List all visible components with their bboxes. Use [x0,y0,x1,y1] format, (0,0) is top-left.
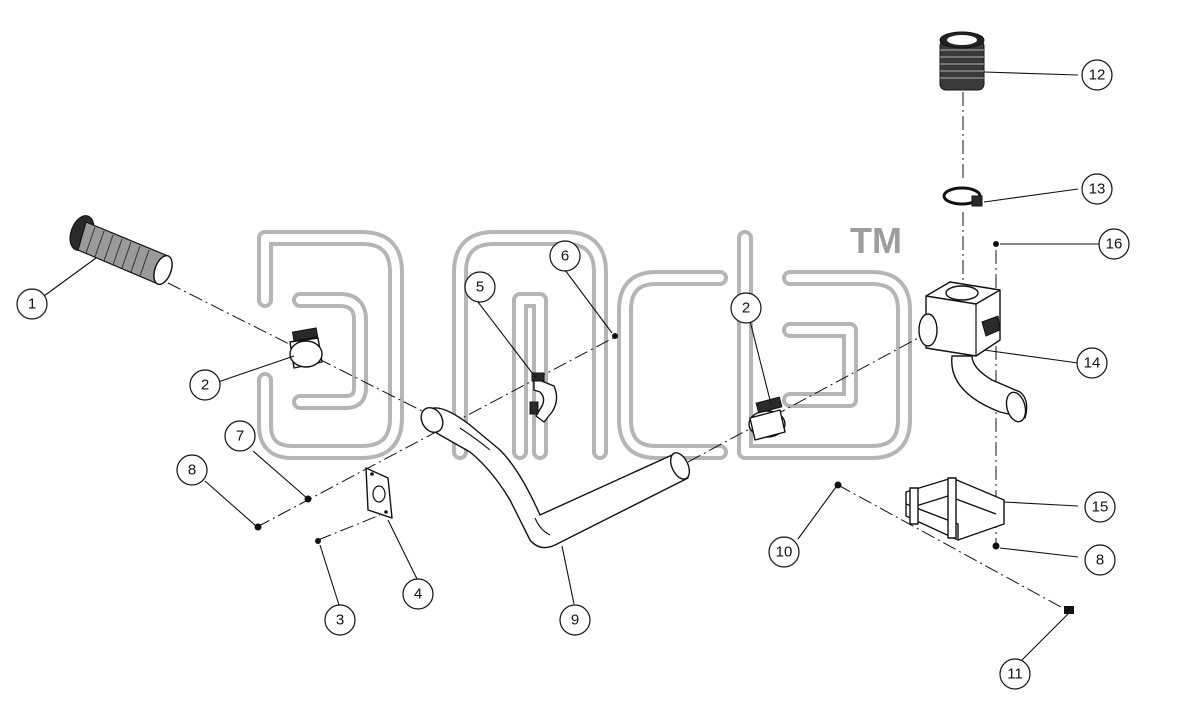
callout-label: 2 [742,300,750,317]
callout-c1: 1 [16,288,48,320]
part-1-flexible-hose [69,215,173,286]
watermark-logo: TM [257,220,912,460]
callout-circle [559,604,591,636]
callout-label: 4 [414,586,422,603]
callout-circle [549,240,581,272]
callout-c2b: 2 [730,292,762,324]
callout-c4: 4 [402,578,434,610]
callout-circle [464,271,496,303]
callout-label: 2 [201,377,209,394]
callout-c10: 10 [768,536,800,568]
callout-circle [768,536,800,568]
callout-label: 3 [336,612,344,629]
part-2-clamp-left [289,327,323,369]
callout-circle [324,604,356,636]
callout-circle [1081,59,1113,91]
callout-c3: 3 [324,604,356,636]
callout-circle [730,292,762,324]
callout-c11: 11 [999,658,1031,690]
callout-circle [16,288,48,320]
callout-label: 1 [28,296,36,313]
callout-circle [176,454,208,486]
callout-circle [189,369,221,401]
callout-label: 10 [776,544,793,561]
part-13-ring-clamp [942,186,983,207]
callout-label: 14 [1084,355,1101,372]
callout-circle [1084,544,1116,576]
part-3-bolt [315,538,321,544]
callout-circle [1084,491,1116,523]
leader-lines [43,71,1100,661]
callout-c7: 7 [224,420,256,452]
callout-c5: 5 [464,271,496,303]
callout-label: 13 [1089,181,1106,198]
callout-label: 7 [236,428,244,445]
callout-label: 8 [1096,552,1104,569]
callout-c16: 16 [1098,228,1130,260]
callout-c13: 13 [1081,173,1113,205]
part-5-bracket [529,372,558,423]
callout-circle [402,578,434,610]
part-8-nut-right [992,542,1000,550]
part-14-junction-box [918,281,1028,423]
callout-label: 6 [561,248,569,265]
callout-c14: 14 [1076,347,1108,379]
part-9-exhaust-pipe [420,406,691,549]
part-6-bolt [612,333,618,339]
callout-c15: 15 [1084,491,1116,523]
callout-c2a: 2 [189,369,221,401]
callout-circle [1098,228,1130,260]
part-4-flange-plate [365,467,393,519]
part-15-mounting-frame [905,477,1005,541]
trademark-text: TM [850,220,902,261]
callout-c9: 9 [559,604,591,636]
part-12-bellows [939,31,985,91]
fasteners [254,241,1074,614]
callout-label: 5 [476,279,484,296]
callout-circle [1076,347,1108,379]
callout-circle [224,420,256,452]
callout-label: 12 [1089,67,1106,84]
part-11-bolt [1064,606,1074,614]
callout-c8a: 8 [176,454,208,486]
part-10-washer [834,481,842,489]
part-2-clamp-right [748,396,786,441]
callout-circle [999,658,1031,690]
callout-label: 8 [188,462,196,479]
callout-circle [1081,173,1113,205]
callout-c8b: 8 [1084,544,1116,576]
part-8-nut-left [254,523,262,531]
callout-c12: 12 [1081,59,1113,91]
part-16-screw [993,241,999,247]
callout-c6: 6 [549,240,581,272]
callout-label: 11 [1007,666,1023,683]
callout-label: 16 [1106,236,1123,253]
callout-label: 9 [571,612,579,629]
callout-label: 15 [1092,499,1109,516]
